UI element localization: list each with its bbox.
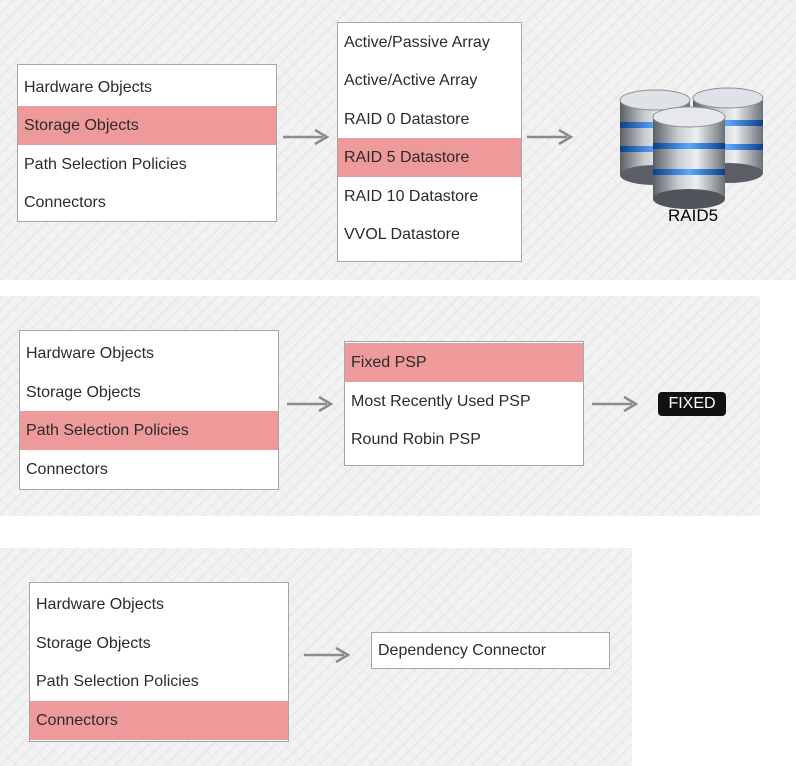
arrow-right-icon [287, 395, 334, 413]
category-path-selection-policies[interactable]: Path Selection Policies [36, 672, 199, 690]
category-connectors[interactable]: Connectors [24, 193, 106, 211]
option-most-recently-used-psp[interactable]: Most Recently Used PSP [351, 392, 531, 410]
arrow-right-icon [304, 646, 351, 664]
category-hardware-objects[interactable]: Hardware Objects [36, 595, 165, 613]
connector-option-list: Dependency Connector [371, 632, 610, 669]
category-connectors[interactable]: Connectors [26, 460, 108, 478]
category-hardware-objects[interactable]: Hardware Objects [26, 344, 155, 362]
arrow-right-icon [527, 128, 574, 146]
option-raid10-datastore[interactable]: RAID 10 Datastore [344, 187, 479, 205]
category-storage-objects[interactable]: Storage Objects [18, 106, 276, 145]
database-stack-icon [619, 87, 764, 209]
option-raid5-datastore[interactable]: RAID 5 Datastore [338, 138, 521, 177]
option-raid0-datastore[interactable]: RAID 0 Datastore [344, 110, 470, 128]
arrow-right-icon [592, 395, 639, 413]
category-storage-objects[interactable]: Storage Objects [26, 383, 141, 401]
raid5-caption: RAID5 [668, 206, 719, 225]
category-storage-objects[interactable]: Storage Objects [36, 634, 151, 652]
category-list-2: Hardware Objects Storage Objects Path Se… [19, 330, 279, 490]
fixed-result-badge: FIXED [658, 392, 726, 416]
option-fixed-psp[interactable]: Fixed PSP [345, 343, 583, 382]
option-round-robin-psp[interactable]: Round Robin PSP [351, 430, 481, 448]
option-active-active-array[interactable]: Active/Active Array [344, 71, 478, 89]
category-connectors[interactable]: Connectors [30, 701, 288, 740]
option-vvol-datastore[interactable]: VVOL Datastore [344, 225, 460, 243]
category-path-selection-policies[interactable]: Path Selection Policies [20, 411, 278, 450]
arrow-right-icon [283, 128, 330, 146]
option-active-passive-array[interactable]: Active/Passive Array [344, 33, 490, 51]
category-list-3: Hardware Objects Storage Objects Path Se… [29, 582, 289, 742]
option-dependency-connector[interactable]: Dependency Connector [378, 641, 547, 659]
category-path-selection-policies[interactable]: Path Selection Policies [24, 155, 187, 173]
psp-option-list: Fixed PSP Most Recently Used PSP Round R… [344, 341, 584, 466]
category-hardware-objects[interactable]: Hardware Objects [24, 78, 153, 96]
storage-option-list: Active/Passive Array Active/Active Array… [337, 22, 522, 262]
category-list-1: Hardware Objects Storage Objects Path Se… [17, 64, 277, 222]
